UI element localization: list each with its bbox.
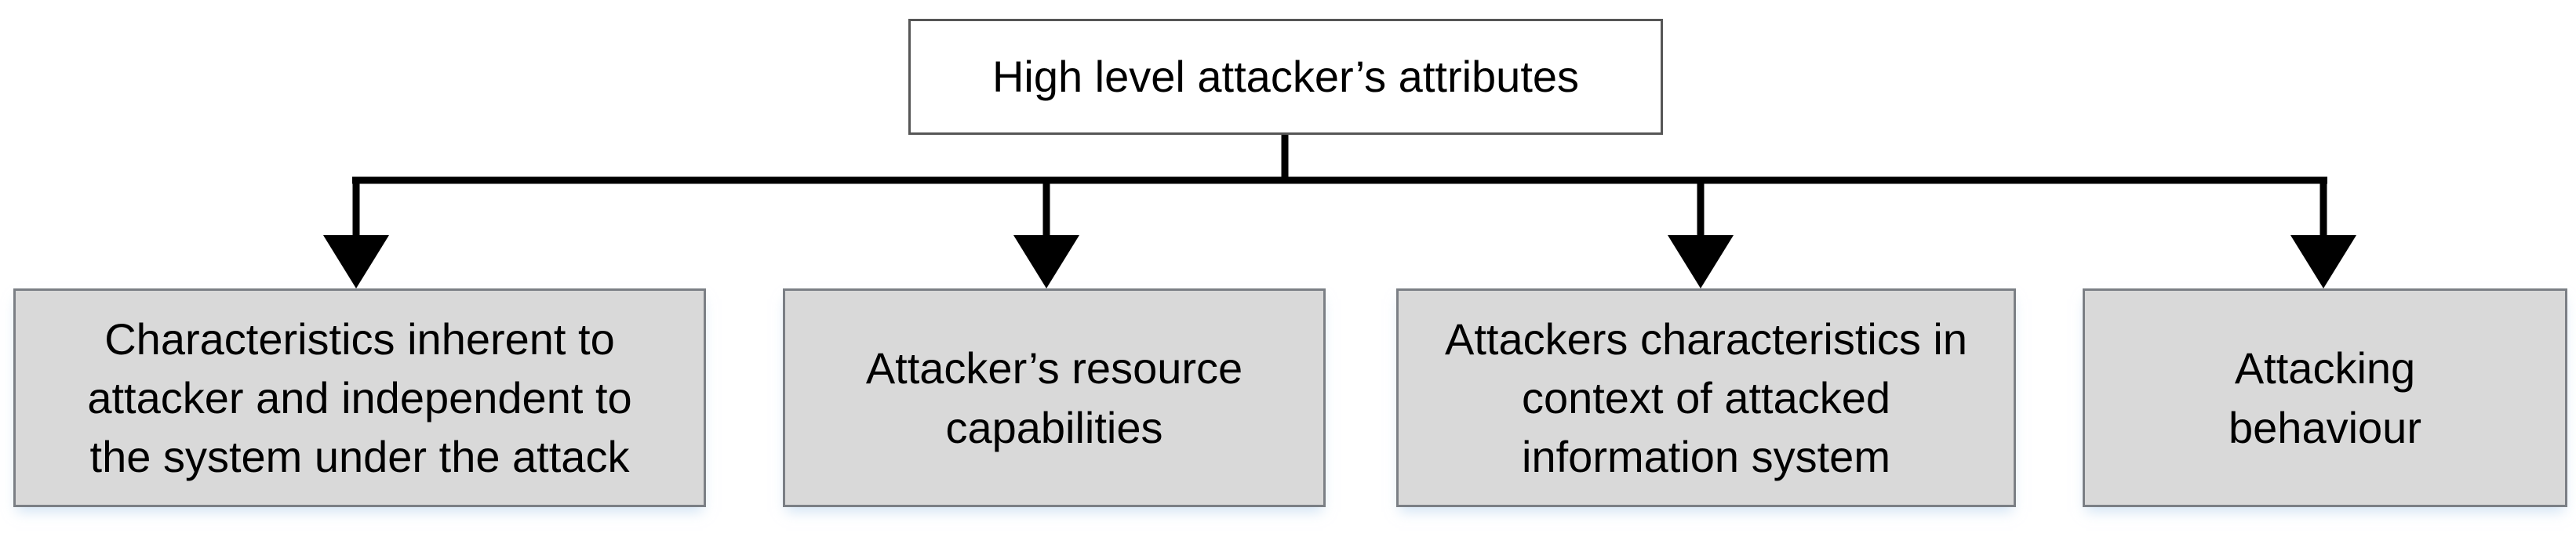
node-child-4[interactable]: Attacking behaviour: [2083, 288, 2567, 507]
node-child-3[interactable]: Attackers characteristics in context of …: [1396, 288, 2016, 507]
node-root[interactable]: High level attacker’s attributes: [908, 19, 1663, 135]
node-child-2[interactable]: Attacker’s resource capabilities: [783, 288, 1326, 507]
arrowhead-4-icon: [2290, 235, 2356, 288]
arrowhead-1-icon: [323, 235, 389, 288]
node-child-3-label: Attackers characteristics in context of …: [1445, 314, 1967, 482]
node-child-1-label: Characteristics inherent to attacker and…: [87, 314, 632, 482]
node-root-label: High level attacker’s attributes: [991, 52, 1580, 102]
arrowhead-2-icon: [1013, 235, 1079, 288]
arrowhead-3-icon: [1668, 235, 1734, 288]
node-child-2-label: Attacker’s resource capabilities: [865, 343, 1243, 452]
node-child-4-label: Attacking behaviour: [2229, 343, 2421, 452]
node-child-1[interactable]: Characteristics inherent to attacker and…: [13, 288, 706, 507]
